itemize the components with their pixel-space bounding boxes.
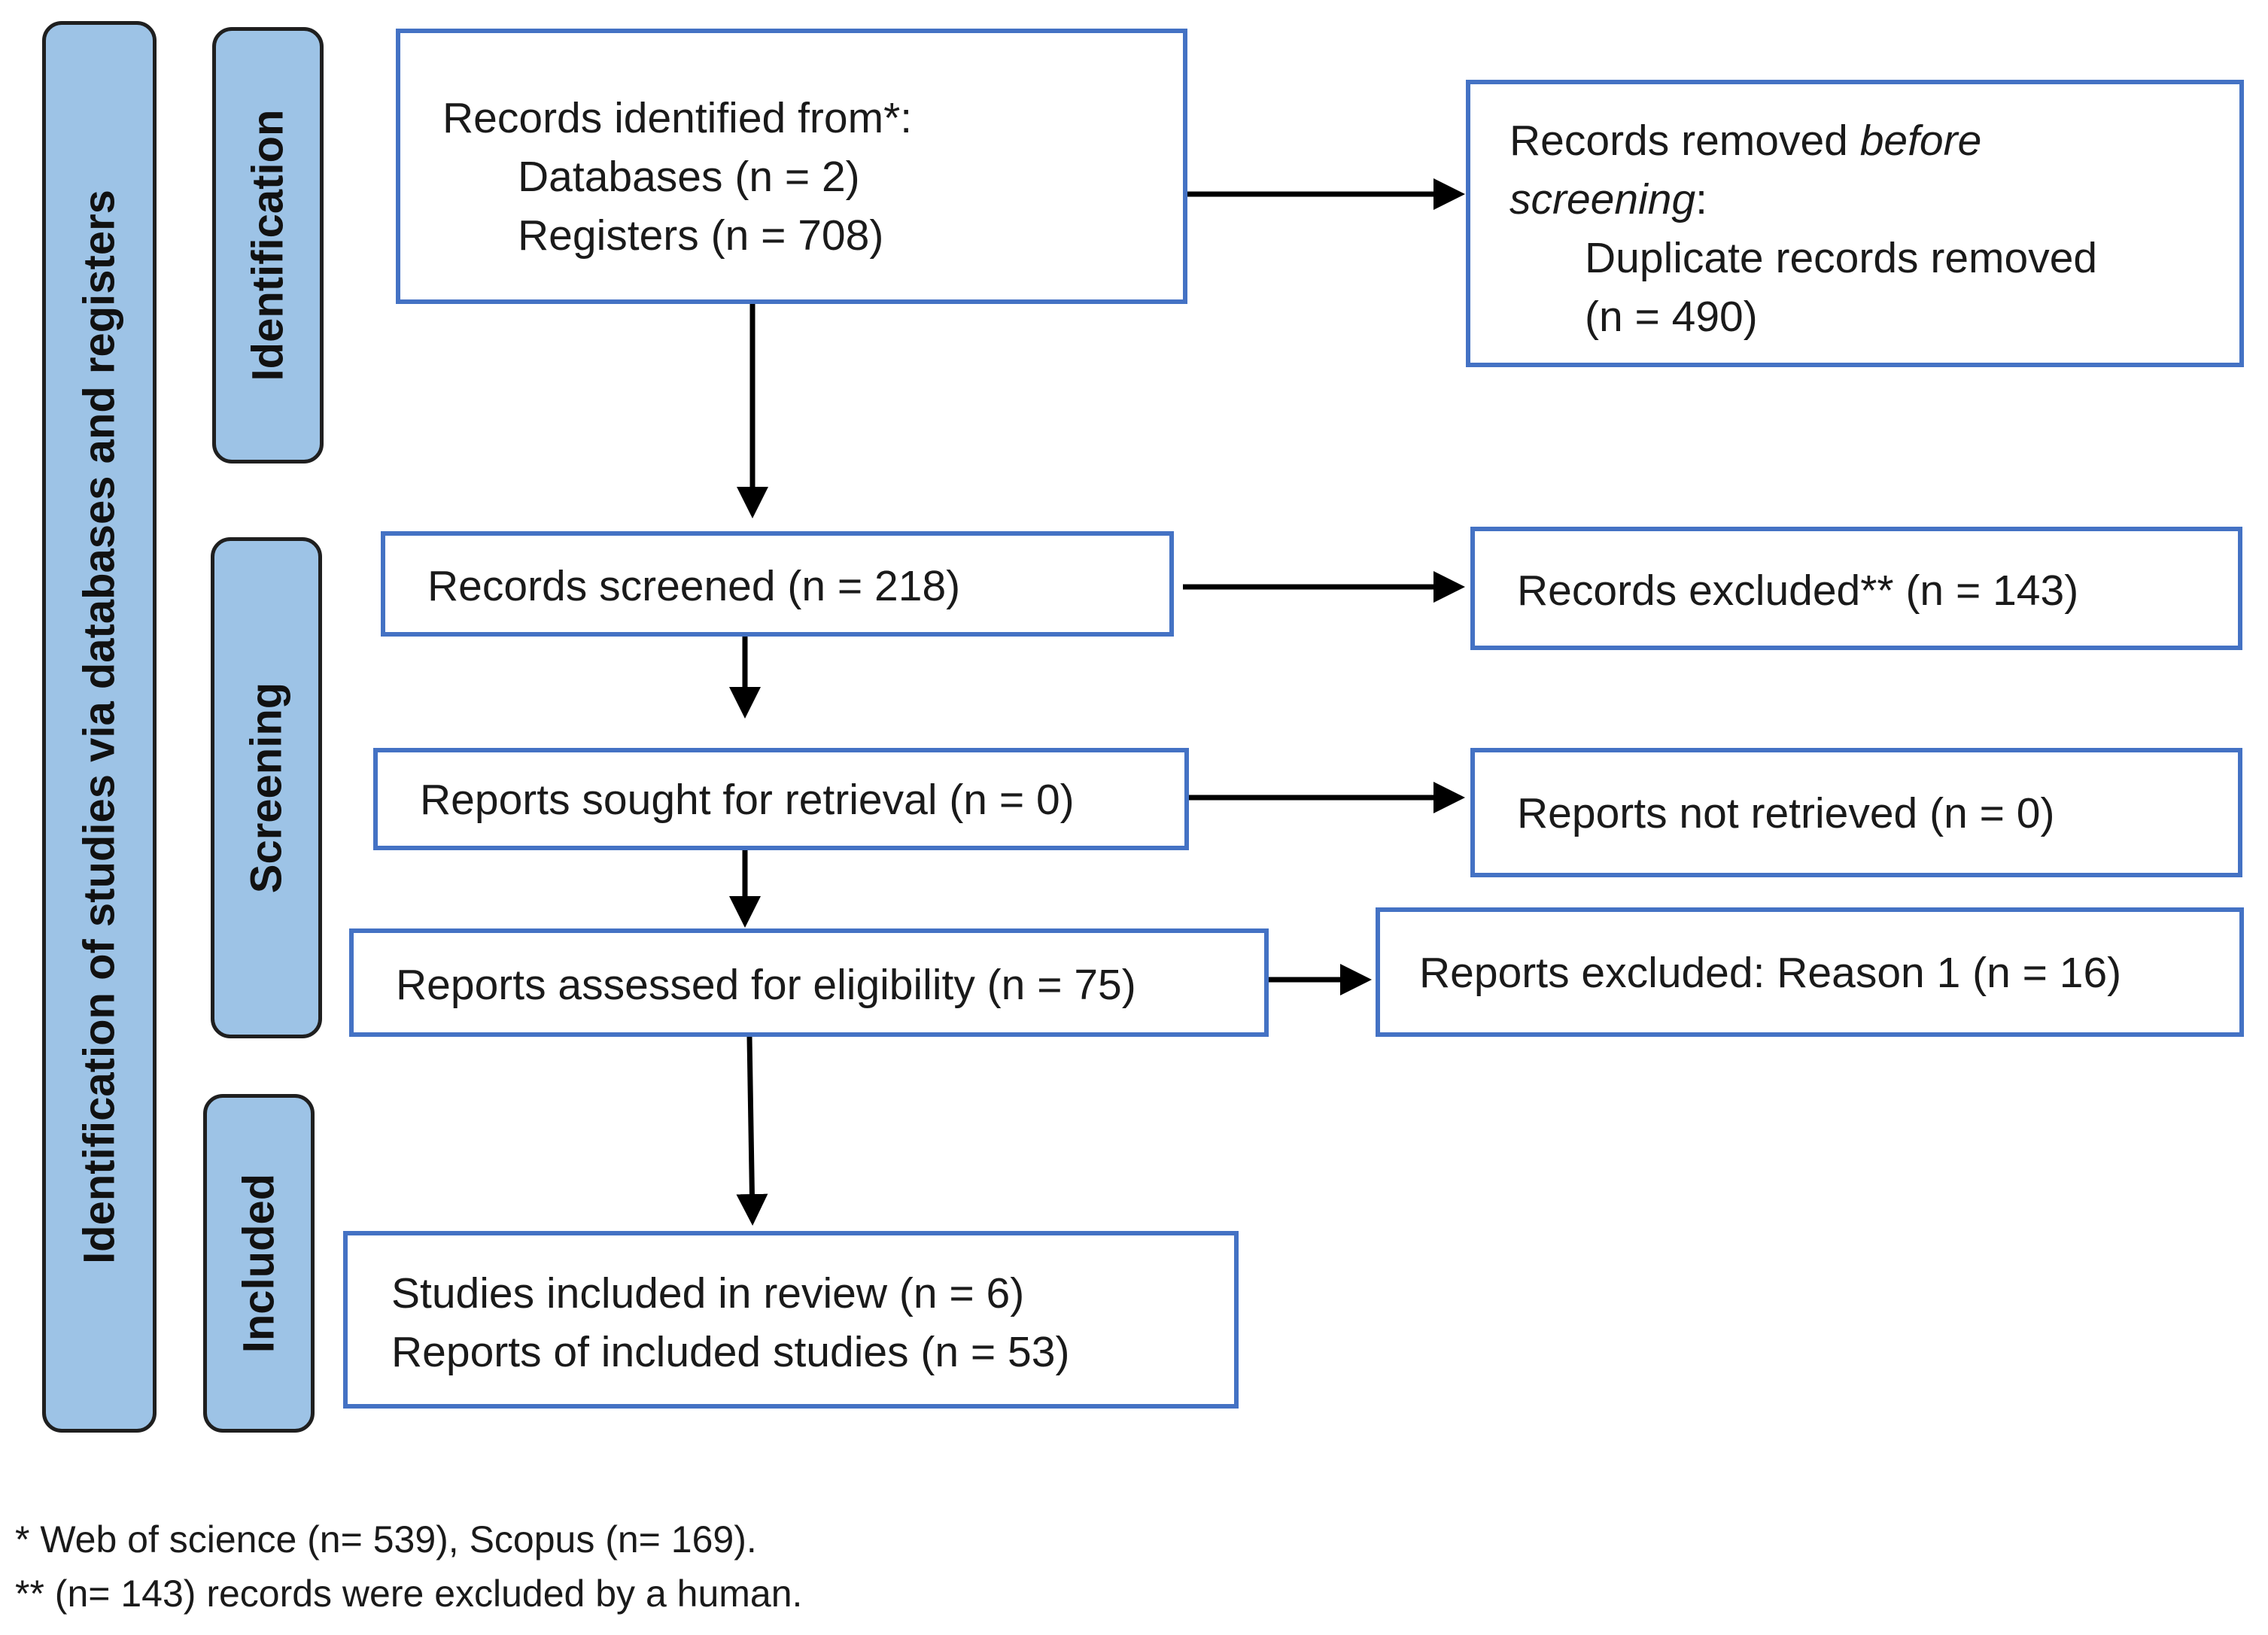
records-excluded-box: Records excluded** (n = 143) (1470, 527, 2242, 650)
records-removed-title-2: screening: (1509, 170, 2239, 229)
reports-included-count: Reports of included studies (n = 53) (391, 1328, 1070, 1376)
records-identified-title: Records identified from*: (442, 94, 913, 142)
records-removed-colon: : (1695, 175, 1707, 223)
records-identified-box: Records identified from*: Databases (n =… (396, 29, 1187, 304)
records-removed-box: Records removed before screening: Duplic… (1466, 80, 2244, 367)
reports-not-retrieved-text: Reports not retrieved (n = 0) (1517, 789, 2055, 837)
reports-excluded-box: Reports excluded: Reason 1 (n = 16) (1376, 907, 2244, 1037)
reports-not-retrieved-box: Reports not retrieved (n = 0) (1470, 748, 2242, 877)
arrow-assessed-to-included (736, 1036, 768, 1226)
records-screened-box: Records screened (n = 218) (381, 531, 1174, 637)
reports-sought-text: Reports sought for retrieval (n = 0) (420, 776, 1075, 824)
registers-count: Registers (n = 708) (518, 211, 884, 260)
duplicate-records-count: (n = 490) (1585, 293, 1758, 341)
sidebar-screening: Screening (211, 537, 322, 1038)
sidebar-main: Identification of studies via databases … (42, 21, 157, 1433)
databases-count: Databases (n = 2) (518, 153, 860, 201)
records-removed-before: before (1859, 117, 1982, 165)
records-removed-prefix: Records removed (1509, 117, 1860, 165)
sidebar-identification: Identification (212, 27, 324, 463)
records-removed-title: Records removed before (1509, 111, 2239, 170)
records-excluded-text: Records excluded** (n = 143) (1517, 567, 2079, 615)
reports-assessed-text: Reports assessed for eligibility (n = 75… (396, 961, 1136, 1009)
records-screened-text: Records screened (n = 218) (427, 562, 961, 610)
sidebar-included: Included (203, 1094, 315, 1433)
duplicate-records-label: Duplicate records removed (1585, 234, 2098, 282)
studies-included-count: Studies included in review (n = 6) (391, 1269, 1025, 1317)
footnote-2: ** (n= 143) records were excluded by a h… (15, 1573, 803, 1615)
studies-included-box: Studies included in review (n = 6) Repor… (343, 1231, 1239, 1409)
reports-assessed-box: Reports assessed for eligibility (n = 75… (349, 928, 1269, 1037)
records-removed-screening: screening (1509, 175, 1696, 223)
reports-excluded-text: Reports excluded: Reason 1 (n = 16) (1419, 949, 2122, 997)
reports-sought-box: Reports sought for retrieval (n = 0) (373, 748, 1189, 850)
footnote-1: * Web of science (n= 539), Scopus (n= 16… (15, 1518, 757, 1561)
